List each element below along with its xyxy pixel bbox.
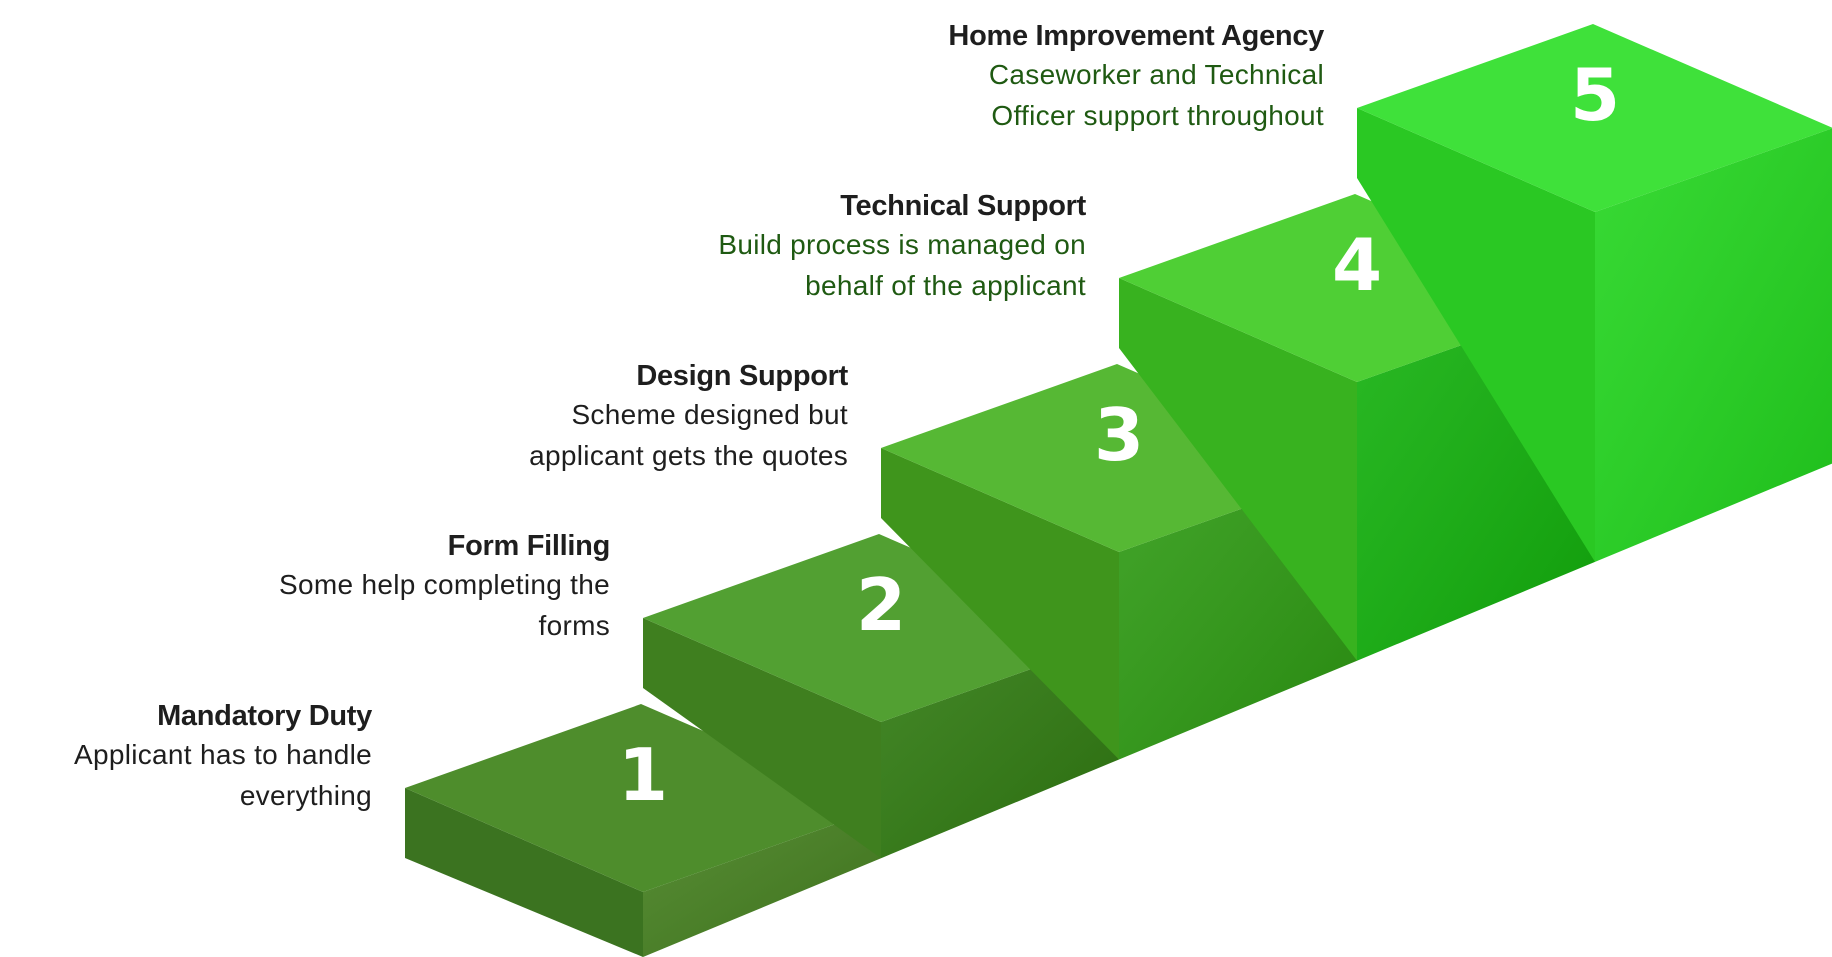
step-left-face-1 xyxy=(405,788,643,957)
step-title: Form Filling xyxy=(447,530,611,562)
step-description-line: Officer support throughout xyxy=(991,100,1324,131)
step-front-shade-1 xyxy=(643,808,881,957)
step-block-1 xyxy=(405,704,881,957)
step-left-face-4 xyxy=(1119,278,1357,661)
step-top-face-1 xyxy=(405,704,881,892)
step-number-3: 3 xyxy=(1094,393,1144,477)
step-left-face-5 xyxy=(1357,108,1595,562)
step-description-line: Applicant has to handle xyxy=(73,739,372,770)
step-description-line: Caseworker and Technical xyxy=(988,59,1324,90)
step-number-5: 5 xyxy=(1570,53,1620,137)
step-description-line: behalf of the applicant xyxy=(805,270,1086,301)
step-number-4: 4 xyxy=(1332,223,1382,307)
step-title: Design Support xyxy=(636,360,848,392)
step-description-line: forms xyxy=(538,610,610,641)
step-description-line: Build process is managed on xyxy=(718,229,1086,260)
step-left-face-3 xyxy=(881,448,1119,760)
step-title: Technical Support xyxy=(840,190,1086,222)
step-description-line: Some help completing the xyxy=(279,569,610,600)
step-title: Mandatory Duty xyxy=(157,700,372,732)
step-number-2: 2 xyxy=(856,563,906,647)
step-top-face-2 xyxy=(643,534,1119,722)
step-block-5 xyxy=(1357,24,1832,562)
step-description-line: applicant gets the quotes xyxy=(529,440,848,471)
step-description-line: everything xyxy=(239,780,372,811)
step-top-face-3 xyxy=(881,364,1357,552)
step-title: Home Improvement Agency xyxy=(948,20,1324,52)
step-left-face-2 xyxy=(643,618,881,859)
step-front-shade-5 xyxy=(1595,128,1832,562)
step-number-1: 1 xyxy=(618,733,668,817)
step-description-line: Scheme designed but xyxy=(571,399,848,430)
step-top-face-5 xyxy=(1357,24,1832,212)
